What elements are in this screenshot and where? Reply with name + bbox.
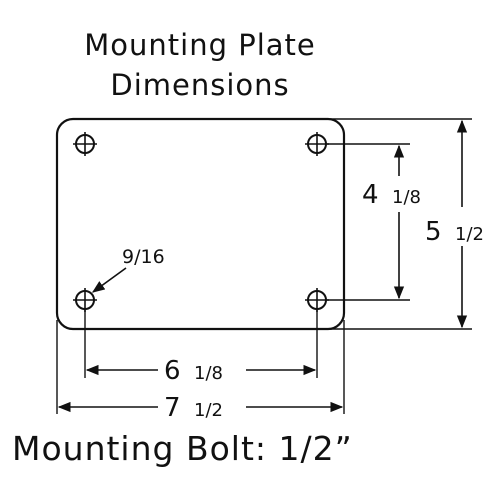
- mounting-plate-outline: [55, 117, 346, 331]
- bolt-hole-top-left: [73, 132, 97, 156]
- dim-outer-height-fraction: 1/2: [455, 224, 484, 245]
- dim-outer-width-fraction: 1/2: [194, 400, 223, 421]
- dim-outer-height-whole: 5: [425, 217, 442, 247]
- mounting-bolt-label: Mounting Bolt: 1/2”: [12, 429, 353, 468]
- dim-inner-height-whole: 4: [362, 180, 379, 210]
- bolt-hole-bottom-left: [73, 288, 97, 312]
- dim-inner-width-whole: 6: [164, 356, 181, 386]
- dim-inner-height-fraction: 1/8: [392, 187, 421, 208]
- dim-outer-width-whole: 7: [164, 393, 181, 423]
- bolt-hole-top-right: [305, 132, 329, 156]
- hole-diameter-label: 9/16: [122, 246, 165, 268]
- hole-diameter-leader-arrow: [91, 267, 127, 293]
- bolt-hole-bottom-right: [305, 288, 329, 312]
- diagram-title-line-2: Dimensions: [110, 68, 290, 102]
- dim-inner-width-fraction: 1/8: [194, 363, 223, 384]
- diagram-title-line-1: Mounting Plate: [84, 28, 316, 62]
